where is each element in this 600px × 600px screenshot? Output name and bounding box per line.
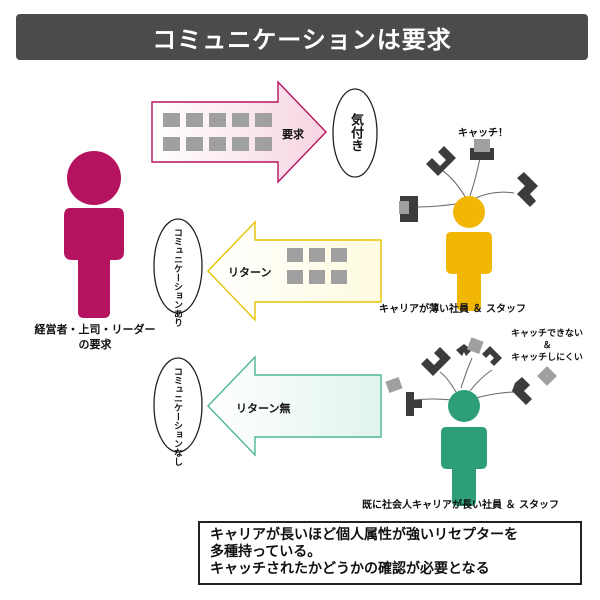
- junior-staff-label: キャリアが薄い社員 ＆ スタッフ: [379, 304, 526, 315]
- cannot-catch-line3: キャッチしにくい: [511, 353, 583, 363]
- comm-none-label: コミュニケーションなし: [172, 367, 182, 466]
- return-none-label: リターン無: [236, 402, 291, 415]
- request-blocks: [163, 113, 272, 151]
- cannot-catch-line2: ＆: [542, 341, 552, 351]
- management-label-line1: 経営者・上司・リーダー: [34, 323, 156, 336]
- note-line2: 多種持っている。: [210, 544, 322, 560]
- summary-note: キャリアが長いほど個人属性が強いリセプターを 多種持っている。 キャッチされたか…: [198, 521, 582, 585]
- cannot-catch-label: キャッチできない ＆ キャッチしにくい: [496, 328, 598, 364]
- management-figure: [64, 151, 124, 318]
- comm-exists-ellipse: [153, 218, 203, 314]
- return-blocks: [287, 248, 347, 284]
- note-line3: キャッチされたかどうかの確認が必要となる: [210, 561, 490, 577]
- catch-label: キャッチ！: [458, 128, 508, 139]
- senior-missed-blocks: [385, 337, 557, 394]
- management-label: 経営者・上司・リーダー の要求: [20, 322, 170, 352]
- notice-label: 気付き: [348, 113, 363, 152]
- request-arrow: [151, 80, 327, 184]
- return-none-arrow: [207, 355, 382, 457]
- return-label: リターン: [228, 266, 272, 279]
- comm-none-ellipse: [153, 357, 203, 453]
- junior-caught-blocks: [399, 139, 490, 214]
- request-label: 要求: [282, 128, 304, 141]
- junior-staff-figure: [399, 139, 538, 311]
- management-label-line2: の要求: [78, 338, 112, 351]
- senior-staff-label: 既に社会人キャリアが長い社員 ＆ スタッフ: [362, 500, 559, 511]
- page-title: コミュニケーションは要求: [16, 14, 588, 60]
- notice-ellipse: [332, 88, 378, 178]
- cannot-catch-line1: キャッチできない: [510, 329, 583, 339]
- comm-exists-label: コミュニケーションあり: [172, 228, 182, 327]
- senior-staff-figure: [385, 337, 557, 506]
- note-line1: キャリアが長いほど個人属性が強いリセプターを: [210, 527, 518, 543]
